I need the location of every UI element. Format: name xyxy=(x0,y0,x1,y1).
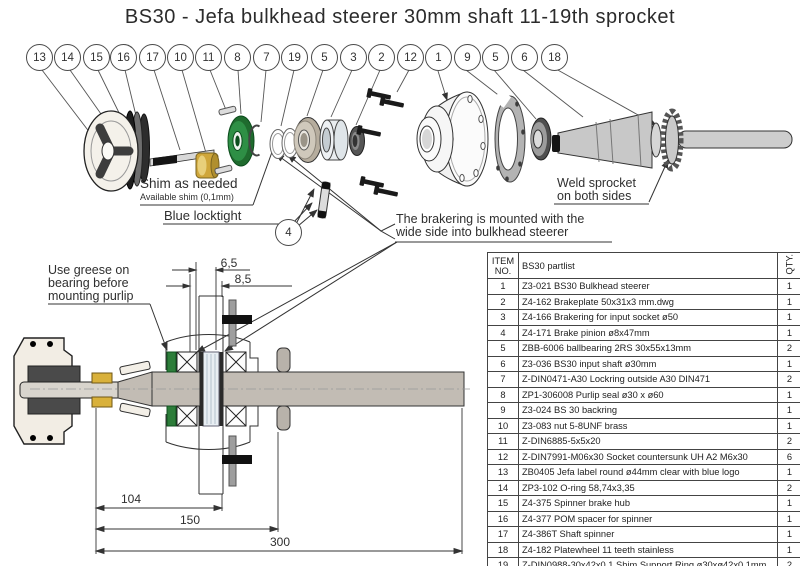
platewheel-sprocket xyxy=(660,108,684,172)
ballbearing-rear xyxy=(530,117,552,161)
callout-bubble: 3 xyxy=(340,44,367,71)
dimension-lines xyxy=(94,262,464,555)
dim-104: 104 xyxy=(121,492,141,506)
bulkhead-housing xyxy=(416,91,489,187)
drawing-title: BS30 - Jefa bulkhead steerer 30mm shaft … xyxy=(124,6,676,28)
header-qty: QTY. xyxy=(777,252,800,279)
brakering-cylinder xyxy=(319,119,349,161)
screws xyxy=(356,88,404,197)
brass-nut-section xyxy=(91,372,113,408)
brakering-section xyxy=(166,351,177,427)
shaft-tail xyxy=(677,130,793,149)
header-partlist-title: BS30 partlist xyxy=(518,252,778,279)
callout-bubble: 2 xyxy=(368,44,395,71)
brake-pinion xyxy=(317,181,331,219)
grease-note: Use greese on bearing before mounting pu… xyxy=(48,263,134,304)
callout-bubble: 6 xyxy=(511,44,538,71)
callout-bubble: 13 xyxy=(26,44,53,71)
dim-8-5: 8,5 xyxy=(235,272,252,286)
purlip-seal xyxy=(227,115,255,167)
backring xyxy=(493,89,526,183)
shim-note: Shim as needed Available shim (0,1mm) xyxy=(140,176,238,203)
callout-bubble: 12 xyxy=(397,44,424,71)
shim-pack-section xyxy=(199,351,224,427)
weld-note: Weld sprocket on both sides xyxy=(557,176,636,204)
callout-bubble: 1 xyxy=(425,44,452,71)
ballbearing-front xyxy=(293,117,322,163)
dimension-labels: 6,5 8,5 104 150 300 xyxy=(121,256,290,549)
callout-bubble: 10 xyxy=(167,44,194,71)
lockring xyxy=(248,124,261,157)
input-shaft xyxy=(552,108,793,172)
bearing-sections xyxy=(176,351,247,427)
callout-bubble: 7 xyxy=(253,44,280,71)
spinner-wheel xyxy=(83,110,150,192)
key-pins xyxy=(214,105,237,175)
callout-bubble: 15 xyxy=(83,44,110,71)
callout-bubble: 19 xyxy=(281,44,308,71)
callout-bubble: 5 xyxy=(482,44,509,71)
mounting-bolts xyxy=(222,299,252,487)
callout-bubble: 16 xyxy=(110,44,137,71)
callout-bubble-4: 4 xyxy=(275,219,302,246)
jefa-label xyxy=(101,141,115,161)
brass-nut xyxy=(195,152,220,179)
callout-bubble: 17 xyxy=(139,44,166,71)
sprocket-collar-section xyxy=(276,347,291,431)
cross-section xyxy=(13,295,470,495)
key-section xyxy=(119,360,151,418)
annotation-lines xyxy=(48,151,669,353)
partlist-header-row: ITEM NO. BS30 partlist QTY. xyxy=(487,252,800,279)
locktight-note: Blue locktight xyxy=(164,208,242,223)
backring-holes xyxy=(496,101,525,182)
callout-bubble: 8 xyxy=(224,44,251,71)
dim-150: 150 xyxy=(180,513,200,527)
dim-6-5: 6,5 xyxy=(221,256,238,270)
shim-note-line1: Shim as needed xyxy=(140,176,238,191)
callout-bubble: 11 xyxy=(195,44,222,71)
dim-300: 300 xyxy=(270,535,290,549)
callout-bubble: 18 xyxy=(541,44,568,71)
brakering-note: The brakering is mounted with the wide s… xyxy=(396,212,585,240)
callout-bubble: 9 xyxy=(454,44,481,71)
callout-bubble: 14 xyxy=(54,44,81,71)
header-item-no: ITEM NO. xyxy=(487,252,519,279)
shim-note-line2: Available shim (0,1mm) xyxy=(140,192,234,203)
callout-bubble: 5 xyxy=(311,44,338,71)
